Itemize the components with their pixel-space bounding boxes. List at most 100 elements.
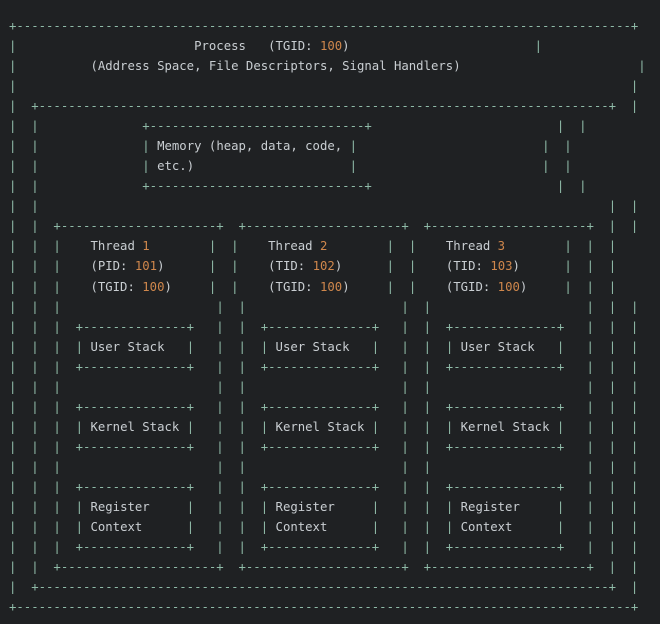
highlighted-number: 3: [497, 239, 506, 254]
label-text: [61, 300, 216, 314]
border-glyphs: | | |: [9, 299, 61, 314]
label-text: User Stack: [453, 339, 557, 354]
border-glyphs: | |: [386, 279, 417, 294]
label-text: [246, 300, 401, 314]
label-text: [246, 460, 401, 474]
border-glyphs: | |: [208, 259, 239, 274]
label-text: [357, 159, 542, 173]
label-text: Context: [453, 519, 557, 534]
row-25-regctx-line2: | | | | Context | | | | Context | | | | …: [9, 517, 660, 537]
border-glyphs: |: [630, 79, 639, 94]
highlighted-number: 100: [142, 279, 165, 294]
label-text: [39, 119, 143, 133]
border-glyphs: +---------------------------------------…: [9, 19, 639, 34]
border-glyphs: | |: [401, 299, 432, 314]
border-glyphs: | |: [216, 459, 246, 474]
label-text: [61, 460, 216, 474]
highlighted-number: 100: [319, 279, 343, 294]
label-text: [39, 139, 143, 153]
row-18-spacer: | | | | | | | | | |: [9, 377, 660, 397]
label-text: (Address Space, File Descriptors, Signal…: [16, 59, 639, 74]
label-text: Context: [83, 519, 187, 534]
border-glyphs: | | |: [9, 239, 61, 254]
row-21-kstack-bottom: | | | +--------------+ | | +------------…: [9, 437, 660, 457]
border-glyphs: | | |: [564, 259, 617, 274]
border-glyphs: | | |: [586, 459, 639, 474]
border-glyphs: | | |: [564, 279, 617, 294]
row-13-thread-tgids: | | | (TGID: 100) | | (TGID: 100) | | (T…: [9, 277, 660, 297]
label-text: ): [512, 259, 565, 274]
label-text: (PID:: [60, 259, 135, 274]
border-glyphs: | | | |: [9, 499, 84, 514]
border-glyphs: |: [142, 159, 150, 174]
label-text: ): [164, 279, 209, 294]
row-27-thread-bottoms: | | +---------------------+ +-----------…: [9, 557, 660, 577]
border-glyphs: | | +---------------------+ +-----------…: [9, 559, 639, 574]
label-text: Memory (heap, data, code,: [149, 139, 350, 154]
border-glyphs: | |: [542, 159, 572, 174]
label-text: [505, 239, 564, 253]
border-glyphs: | | |: [586, 379, 639, 394]
border-glyphs: |: [9, 79, 17, 94]
row-29-outer-bottom: +---------------------------------------…: [9, 597, 660, 617]
label-text: Register: [83, 499, 187, 514]
border-glyphs: | |: [401, 379, 432, 394]
border-glyphs: | | | |: [186, 519, 269, 534]
label-text: [431, 300, 586, 314]
row-15-ustack-top: | | | +--------------+ | | +------------…: [9, 317, 660, 337]
border-glyphs: | | |: [9, 459, 61, 474]
border-glyphs: +-----------------------------+: [142, 179, 372, 194]
border-glyphs: |: [638, 59, 646, 74]
label-text: [372, 179, 557, 193]
border-glyphs: | | | |: [371, 499, 454, 514]
row-16-ustack-label: | | | | User Stack | | | | User Stack | …: [9, 337, 660, 357]
border-glyphs: | | | |: [556, 499, 639, 514]
row-05-mem-top: | | +-----------------------------+ | |: [9, 116, 660, 136]
row-08-mem-bottom: | | +-----------------------------+ | |: [9, 176, 660, 196]
label-text: (TGID:: [238, 279, 320, 294]
border-glyphs: | |: [9, 179, 39, 194]
label-text: [357, 139, 542, 153]
border-glyphs: | |: [386, 239, 417, 254]
border-glyphs: | |: [401, 459, 432, 474]
border-glyphs: | | | |: [186, 419, 269, 434]
label-text: ): [334, 259, 387, 274]
border-glyphs: | | | |: [371, 339, 454, 354]
border-glyphs: | | | |: [186, 339, 269, 354]
highlighted-number: 103: [490, 259, 513, 274]
label-text: [327, 239, 386, 253]
border-glyphs: | | |: [9, 279, 61, 294]
row-19-kstack-top: | | | +--------------+ | | +------------…: [9, 397, 660, 417]
row-03-spacer: | |: [9, 76, 660, 96]
row-09-spacer: | | | |: [9, 196, 660, 216]
row-23-regctx-top: | | | +--------------+ | | +------------…: [9, 477, 660, 497]
label-text: ): [519, 279, 565, 294]
label-text: User Stack: [268, 339, 372, 354]
row-01-process-title: | Process (TGID: 100) |: [9, 36, 660, 56]
border-glyphs: |: [349, 139, 357, 154]
border-glyphs: | |: [216, 379, 246, 394]
label-text: User Stack: [83, 339, 187, 354]
border-glyphs: | | | |: [556, 419, 639, 434]
row-11-thread-names: | | | Thread 1 | | Thread 2 | | Thread 3…: [9, 236, 660, 256]
highlighted-number: 100: [497, 279, 520, 294]
label-text: Thread: [416, 239, 498, 254]
label-text: [39, 179, 143, 193]
label-text: [39, 199, 609, 213]
border-glyphs: | | | +--------------+ | | +------------…: [9, 359, 639, 374]
label-text: Context: [268, 519, 372, 534]
row-02-process-subtitle: | (Address Space, File Descriptors, Sign…: [9, 56, 660, 76]
border-glyphs: | |: [208, 279, 239, 294]
border-glyphs: | |: [9, 159, 39, 174]
label-text: Thread: [60, 239, 143, 254]
border-glyphs: |: [534, 39, 543, 54]
label-text: [61, 380, 216, 394]
highlighted-number: 102: [312, 259, 335, 274]
border-glyphs: | | |: [9, 259, 61, 274]
border-glyphs: | | | |: [371, 419, 454, 434]
label-text: (TGID:: [416, 279, 498, 294]
border-glyphs: | |: [216, 299, 246, 314]
border-glyphs: | |: [9, 119, 39, 134]
label-text: (TID:: [238, 259, 313, 274]
row-00-outer-top: +---------------------------------------…: [9, 16, 660, 36]
